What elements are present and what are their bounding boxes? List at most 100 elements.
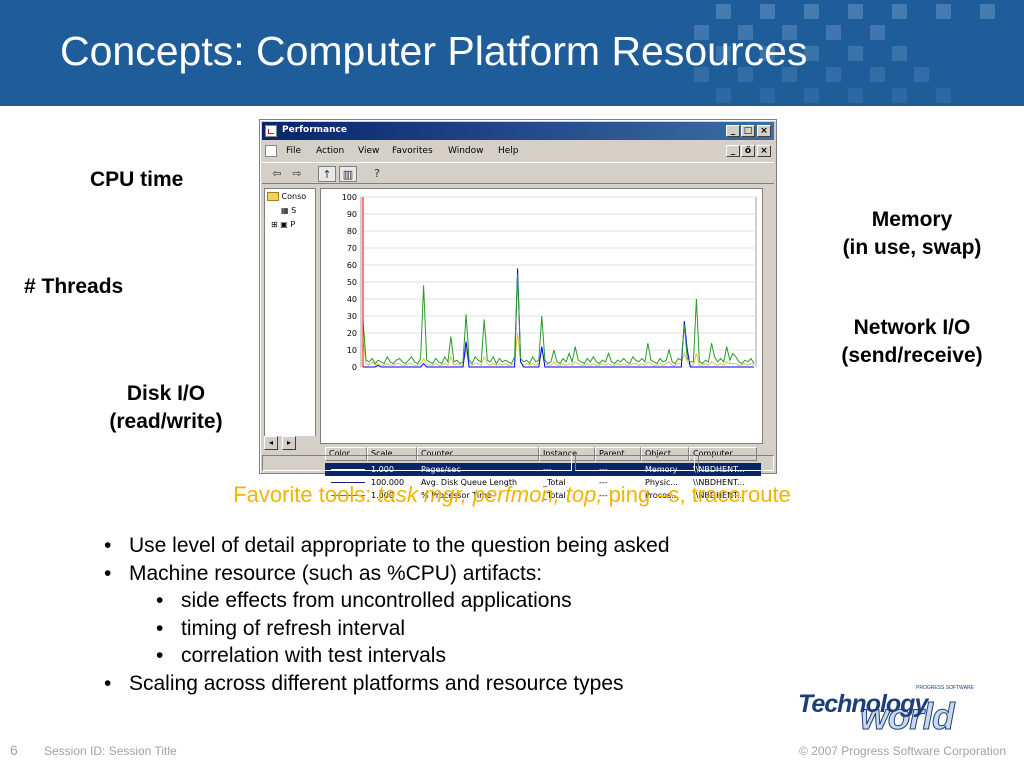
counter-cell-instance: _Total bbox=[543, 478, 566, 487]
counter-cell-parent: --- bbox=[599, 491, 608, 500]
counter-cell-object: Physic... bbox=[645, 478, 679, 487]
decor-square bbox=[738, 25, 753, 40]
counter-cell-counter: % Processor Time bbox=[421, 491, 492, 500]
column-header-scale[interactable]: Scale bbox=[367, 447, 417, 461]
performance-logs-icon: ▣ bbox=[280, 220, 288, 229]
mmc-document-icon[interactable] bbox=[265, 145, 277, 157]
bullet-text: Scaling across different platforms and r… bbox=[129, 671, 624, 695]
label-network-io: Network I/O (send/receive) bbox=[822, 314, 1002, 370]
label-disk-io: Disk I/O (read/write) bbox=[94, 380, 238, 436]
tree-horizontal-scrollbar[interactable]: ◂ ▸ bbox=[264, 436, 316, 450]
child-minimize-button[interactable]: _ bbox=[726, 145, 740, 157]
expand-plus-icon[interactable]: ⊞ bbox=[271, 220, 278, 229]
label-network-io-line1: Network I/O bbox=[853, 316, 971, 339]
label-network-io-line2: (send/receive) bbox=[841, 344, 983, 367]
decor-square bbox=[848, 46, 863, 61]
menu-favorites[interactable]: Favorites bbox=[392, 146, 433, 156]
tree-item-label: P bbox=[290, 220, 296, 229]
counter-cell-parent: --- bbox=[599, 478, 608, 487]
menu-help[interactable]: Help bbox=[498, 146, 519, 156]
window-title: Performance bbox=[282, 125, 347, 135]
logo-word-world: world bbox=[860, 696, 956, 738]
slide-title: Concepts: Computer Platform Resources bbox=[60, 28, 808, 74]
favorite-prefix: Favorite tools: bbox=[233, 482, 378, 507]
column-header-object[interactable]: Object bbox=[641, 447, 689, 461]
up-folder-icon[interactable]: ↑ bbox=[318, 166, 336, 182]
scroll-right-button[interactable]: ▸ bbox=[282, 436, 296, 450]
status-bar bbox=[262, 455, 774, 471]
label-memory-line1: Memory bbox=[871, 208, 953, 231]
decor-square bbox=[914, 67, 929, 82]
decor-square bbox=[716, 4, 731, 19]
counter-cell-scale: 1.000 bbox=[371, 491, 394, 500]
column-header-color[interactable]: Color bbox=[325, 447, 367, 461]
page-number: 6 bbox=[10, 742, 18, 758]
tree-item-label: S bbox=[291, 206, 297, 215]
decor-square bbox=[936, 88, 951, 103]
counter-cell-object: Proces... bbox=[645, 491, 679, 500]
counter-cell-instance: --- bbox=[543, 465, 552, 474]
minimize-button[interactable]: _ bbox=[726, 125, 740, 137]
bullet-dot: • bbox=[156, 644, 164, 667]
menu-window[interactable]: Window bbox=[448, 146, 484, 156]
favorite-italic: task mgr, perfmon, top, bbox=[377, 482, 603, 507]
y-tick-label: 20 bbox=[347, 329, 357, 338]
maximize-button[interactable]: □ bbox=[741, 125, 755, 137]
counter-row[interactable]: 1.000% Processor Time_Total---Proces...\… bbox=[325, 489, 761, 502]
toolbar: ⇦ ⇨ ↑ ▥ ? bbox=[262, 162, 774, 184]
child-restore-button[interactable]: ő bbox=[741, 145, 755, 157]
decor-square bbox=[760, 88, 775, 103]
performance-window: Performance _ □ × File Action View Favor… bbox=[259, 119, 777, 500]
forward-arrow-icon[interactable]: ⇨ bbox=[292, 167, 302, 180]
counter-cell-scale: 100.000 bbox=[371, 478, 405, 487]
tree-root[interactable]: Conso bbox=[267, 192, 306, 201]
series-line bbox=[362, 332, 755, 367]
column-header-instance[interactable]: Instance bbox=[539, 447, 595, 461]
title-banner: Concepts: Computer Platform Resources bbox=[0, 0, 1024, 106]
back-arrow-icon[interactable]: ⇦ bbox=[272, 167, 282, 180]
y-tick-label: 30 bbox=[347, 312, 357, 321]
decor-square bbox=[892, 46, 907, 61]
counter-cell-parent: --- bbox=[599, 465, 608, 474]
label-threads: # Threads bbox=[24, 275, 124, 298]
counter-cell-scale: 1.000 bbox=[371, 465, 394, 474]
tree-item-performance-logs[interactable]: ⊞ ▣ P bbox=[271, 220, 295, 229]
decor-square bbox=[738, 67, 753, 82]
bullet-dot: • bbox=[156, 616, 164, 640]
decor-square bbox=[848, 88, 863, 103]
column-header-counter[interactable]: Counter bbox=[417, 447, 539, 461]
label-disk-io-line1: Disk I/O bbox=[126, 382, 206, 405]
menu-file[interactable]: File bbox=[286, 146, 302, 156]
column-header-parent[interactable]: Parent bbox=[595, 447, 641, 461]
decor-square bbox=[826, 25, 841, 40]
decor-square bbox=[694, 25, 709, 40]
counter-color-swatch bbox=[331, 495, 365, 496]
menu-view[interactable]: View bbox=[358, 146, 380, 156]
close-button[interactable]: × bbox=[757, 125, 771, 137]
label-cpu-time: CPU time bbox=[90, 168, 184, 191]
tree-item-system-monitor[interactable]: ▦ S bbox=[281, 206, 296, 215]
column-header-computer[interactable]: Computer bbox=[689, 447, 757, 461]
scroll-left-button[interactable]: ◂ bbox=[264, 436, 278, 450]
show-hide-tree-icon[interactable]: ▥ bbox=[339, 166, 357, 182]
decor-square bbox=[892, 4, 907, 19]
decor-square bbox=[848, 4, 863, 19]
y-tick-label: 0 bbox=[352, 363, 357, 372]
logo-small-text: PROGRESS SOFTWARE bbox=[916, 685, 974, 691]
child-close-button[interactable]: × bbox=[757, 145, 771, 157]
bullet-text: Use level of detail appropriate to the q… bbox=[129, 534, 670, 557]
y-tick-label: 10 bbox=[347, 346, 357, 355]
menu-action[interactable]: Action bbox=[316, 146, 345, 156]
session-footer: Session ID: Session Title bbox=[44, 744, 177, 758]
bullet-text: timing of refresh interval bbox=[181, 616, 406, 640]
favorite-suffix: ping –s, traceroute bbox=[602, 482, 791, 507]
y-tick-label: 90 bbox=[347, 210, 357, 219]
help-icon[interactable]: ? bbox=[374, 167, 380, 180]
decor-square bbox=[870, 67, 885, 82]
window-titlebar[interactable]: Performance _ □ × bbox=[262, 122, 774, 140]
status-panel-2 bbox=[575, 455, 695, 471]
